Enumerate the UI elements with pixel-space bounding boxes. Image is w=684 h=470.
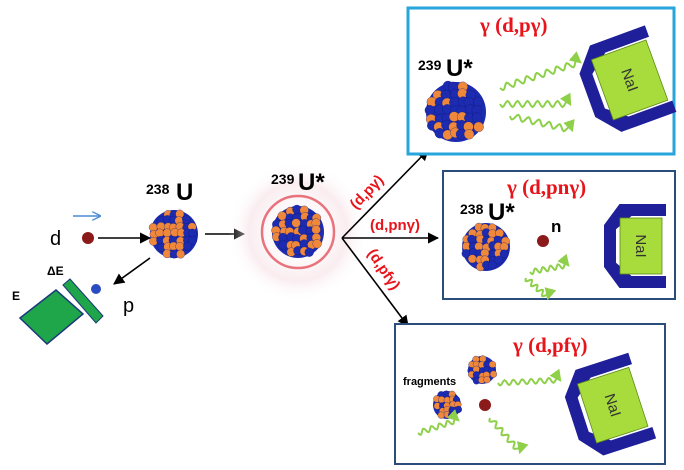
panel-mid-nai-detector: NaI bbox=[604, 204, 666, 288]
panel-bot-nai-detector: NaI bbox=[564, 352, 657, 456]
gamma-ray bbox=[499, 51, 582, 92]
panel-mid-mass: 238 bbox=[460, 201, 484, 217]
compound-ring bbox=[260, 194, 336, 270]
nucleon bbox=[473, 121, 484, 133]
e-de-telescope: E ΔE bbox=[12, 264, 104, 346]
gamma-ray bbox=[509, 113, 575, 133]
target-mass: 238 bbox=[146, 181, 170, 197]
panel-mid-title: γ (d,pnγ) bbox=[506, 175, 586, 199]
nai-crystal bbox=[576, 366, 649, 444]
nucleon bbox=[448, 411, 456, 419]
gamma-ray bbox=[488, 417, 529, 455]
nucleon bbox=[175, 242, 185, 251]
nucleon bbox=[489, 370, 498, 378]
nucleon bbox=[277, 211, 287, 221]
nucleon bbox=[278, 240, 288, 250]
panel-top-nai-detector: NaI bbox=[579, 25, 677, 132]
nai-label: NaI bbox=[617, 66, 641, 94]
panel-top-gamma-rays bbox=[499, 51, 582, 133]
compound-mass: 239 bbox=[271, 171, 295, 187]
target-nucleus bbox=[148, 209, 198, 259]
de-detector bbox=[62, 278, 104, 324]
nucleon bbox=[424, 105, 436, 116]
nucleon bbox=[499, 249, 509, 259]
nucleon bbox=[454, 405, 462, 414]
branch-arrow-dp bbox=[341, 149, 429, 239]
nucleon bbox=[471, 112, 483, 123]
nucleon bbox=[182, 215, 191, 225]
panel-top-nucleus bbox=[424, 80, 486, 142]
gamma-ray bbox=[529, 253, 570, 276]
nucleon bbox=[291, 218, 301, 228]
nucleon bbox=[472, 371, 480, 379]
panel-mid-symbol: U* bbox=[488, 199, 515, 226]
gamma-ray bbox=[524, 277, 557, 301]
nucleon bbox=[183, 241, 192, 251]
gamma-ray bbox=[499, 92, 572, 109]
panel-mid-nucleus bbox=[461, 222, 510, 272]
nucleon bbox=[463, 129, 475, 140]
nucleon bbox=[162, 228, 172, 238]
nai-label: NaI bbox=[601, 392, 624, 419]
e-label: E bbox=[12, 289, 20, 303]
branch-label-dpf: (d,pfγ) bbox=[364, 246, 404, 293]
nucleon bbox=[155, 228, 165, 238]
panel-dp-gamma: γ (d,pγ) 239 U* NaI bbox=[406, 6, 677, 156]
e-detector bbox=[18, 289, 85, 346]
neutron-label: n bbox=[551, 217, 561, 236]
fragment-neutron bbox=[479, 399, 491, 411]
nucleon bbox=[467, 254, 477, 264]
detector-housing bbox=[564, 352, 657, 456]
deuteron-label: d bbox=[50, 228, 61, 250]
nucleon bbox=[188, 235, 198, 245]
panel-bot-gamma-rays bbox=[417, 368, 562, 455]
nucleon bbox=[488, 360, 496, 369]
branch-label-dpn: (d,pnγ) bbox=[370, 217, 420, 234]
proton-arrow bbox=[113, 257, 151, 285]
nucleon bbox=[479, 355, 487, 363]
target-symbol: U bbox=[176, 179, 193, 206]
nucleon bbox=[483, 376, 491, 384]
nucleon bbox=[312, 239, 322, 249]
panel-dpn-gamma: γ (d,pnγ) 238 U* n NaI bbox=[442, 170, 676, 301]
neutron-particle bbox=[537, 235, 549, 247]
panel-top-title: γ (d,pγ) bbox=[479, 13, 548, 37]
panel-top-mass: 239 bbox=[418, 57, 442, 73]
nucleon bbox=[311, 225, 321, 235]
panel-dpf-gamma: γ (d,pfγ) fragments NaI bbox=[394, 323, 666, 465]
fission-fragment-1 bbox=[467, 355, 498, 385]
gamma-ray bbox=[497, 368, 562, 387]
nai-crystal bbox=[619, 217, 663, 275]
nucleon bbox=[487, 260, 497, 270]
nucleon bbox=[278, 232, 288, 243]
de-label: ΔE bbox=[47, 264, 64, 278]
deuteron-particle bbox=[82, 232, 94, 244]
fragments-label: fragments bbox=[403, 376, 456, 388]
nucleon bbox=[494, 255, 504, 265]
proton-label: p bbox=[123, 295, 134, 317]
compound-symbol: U* bbox=[298, 169, 325, 196]
panel-bot-title: γ (d,pfγ) bbox=[512, 333, 587, 357]
nucleon bbox=[467, 234, 476, 244]
panel-mid-gamma-rays bbox=[524, 253, 570, 301]
gamma-ray bbox=[417, 409, 460, 436]
nucleon bbox=[188, 228, 197, 238]
branch-arrow-dpf bbox=[341, 237, 409, 327]
detector-housing bbox=[579, 25, 677, 132]
nai-crystal bbox=[590, 39, 669, 121]
panel-top-symbol: U* bbox=[446, 55, 473, 82]
nucleon bbox=[437, 411, 445, 419]
nucleon bbox=[304, 247, 314, 257]
nucleon bbox=[176, 249, 185, 259]
nai-label: NaI bbox=[632, 234, 649, 257]
detector-housing bbox=[604, 204, 666, 288]
compound-nucleus bbox=[271, 204, 324, 258]
proton-particle bbox=[91, 284, 101, 294]
